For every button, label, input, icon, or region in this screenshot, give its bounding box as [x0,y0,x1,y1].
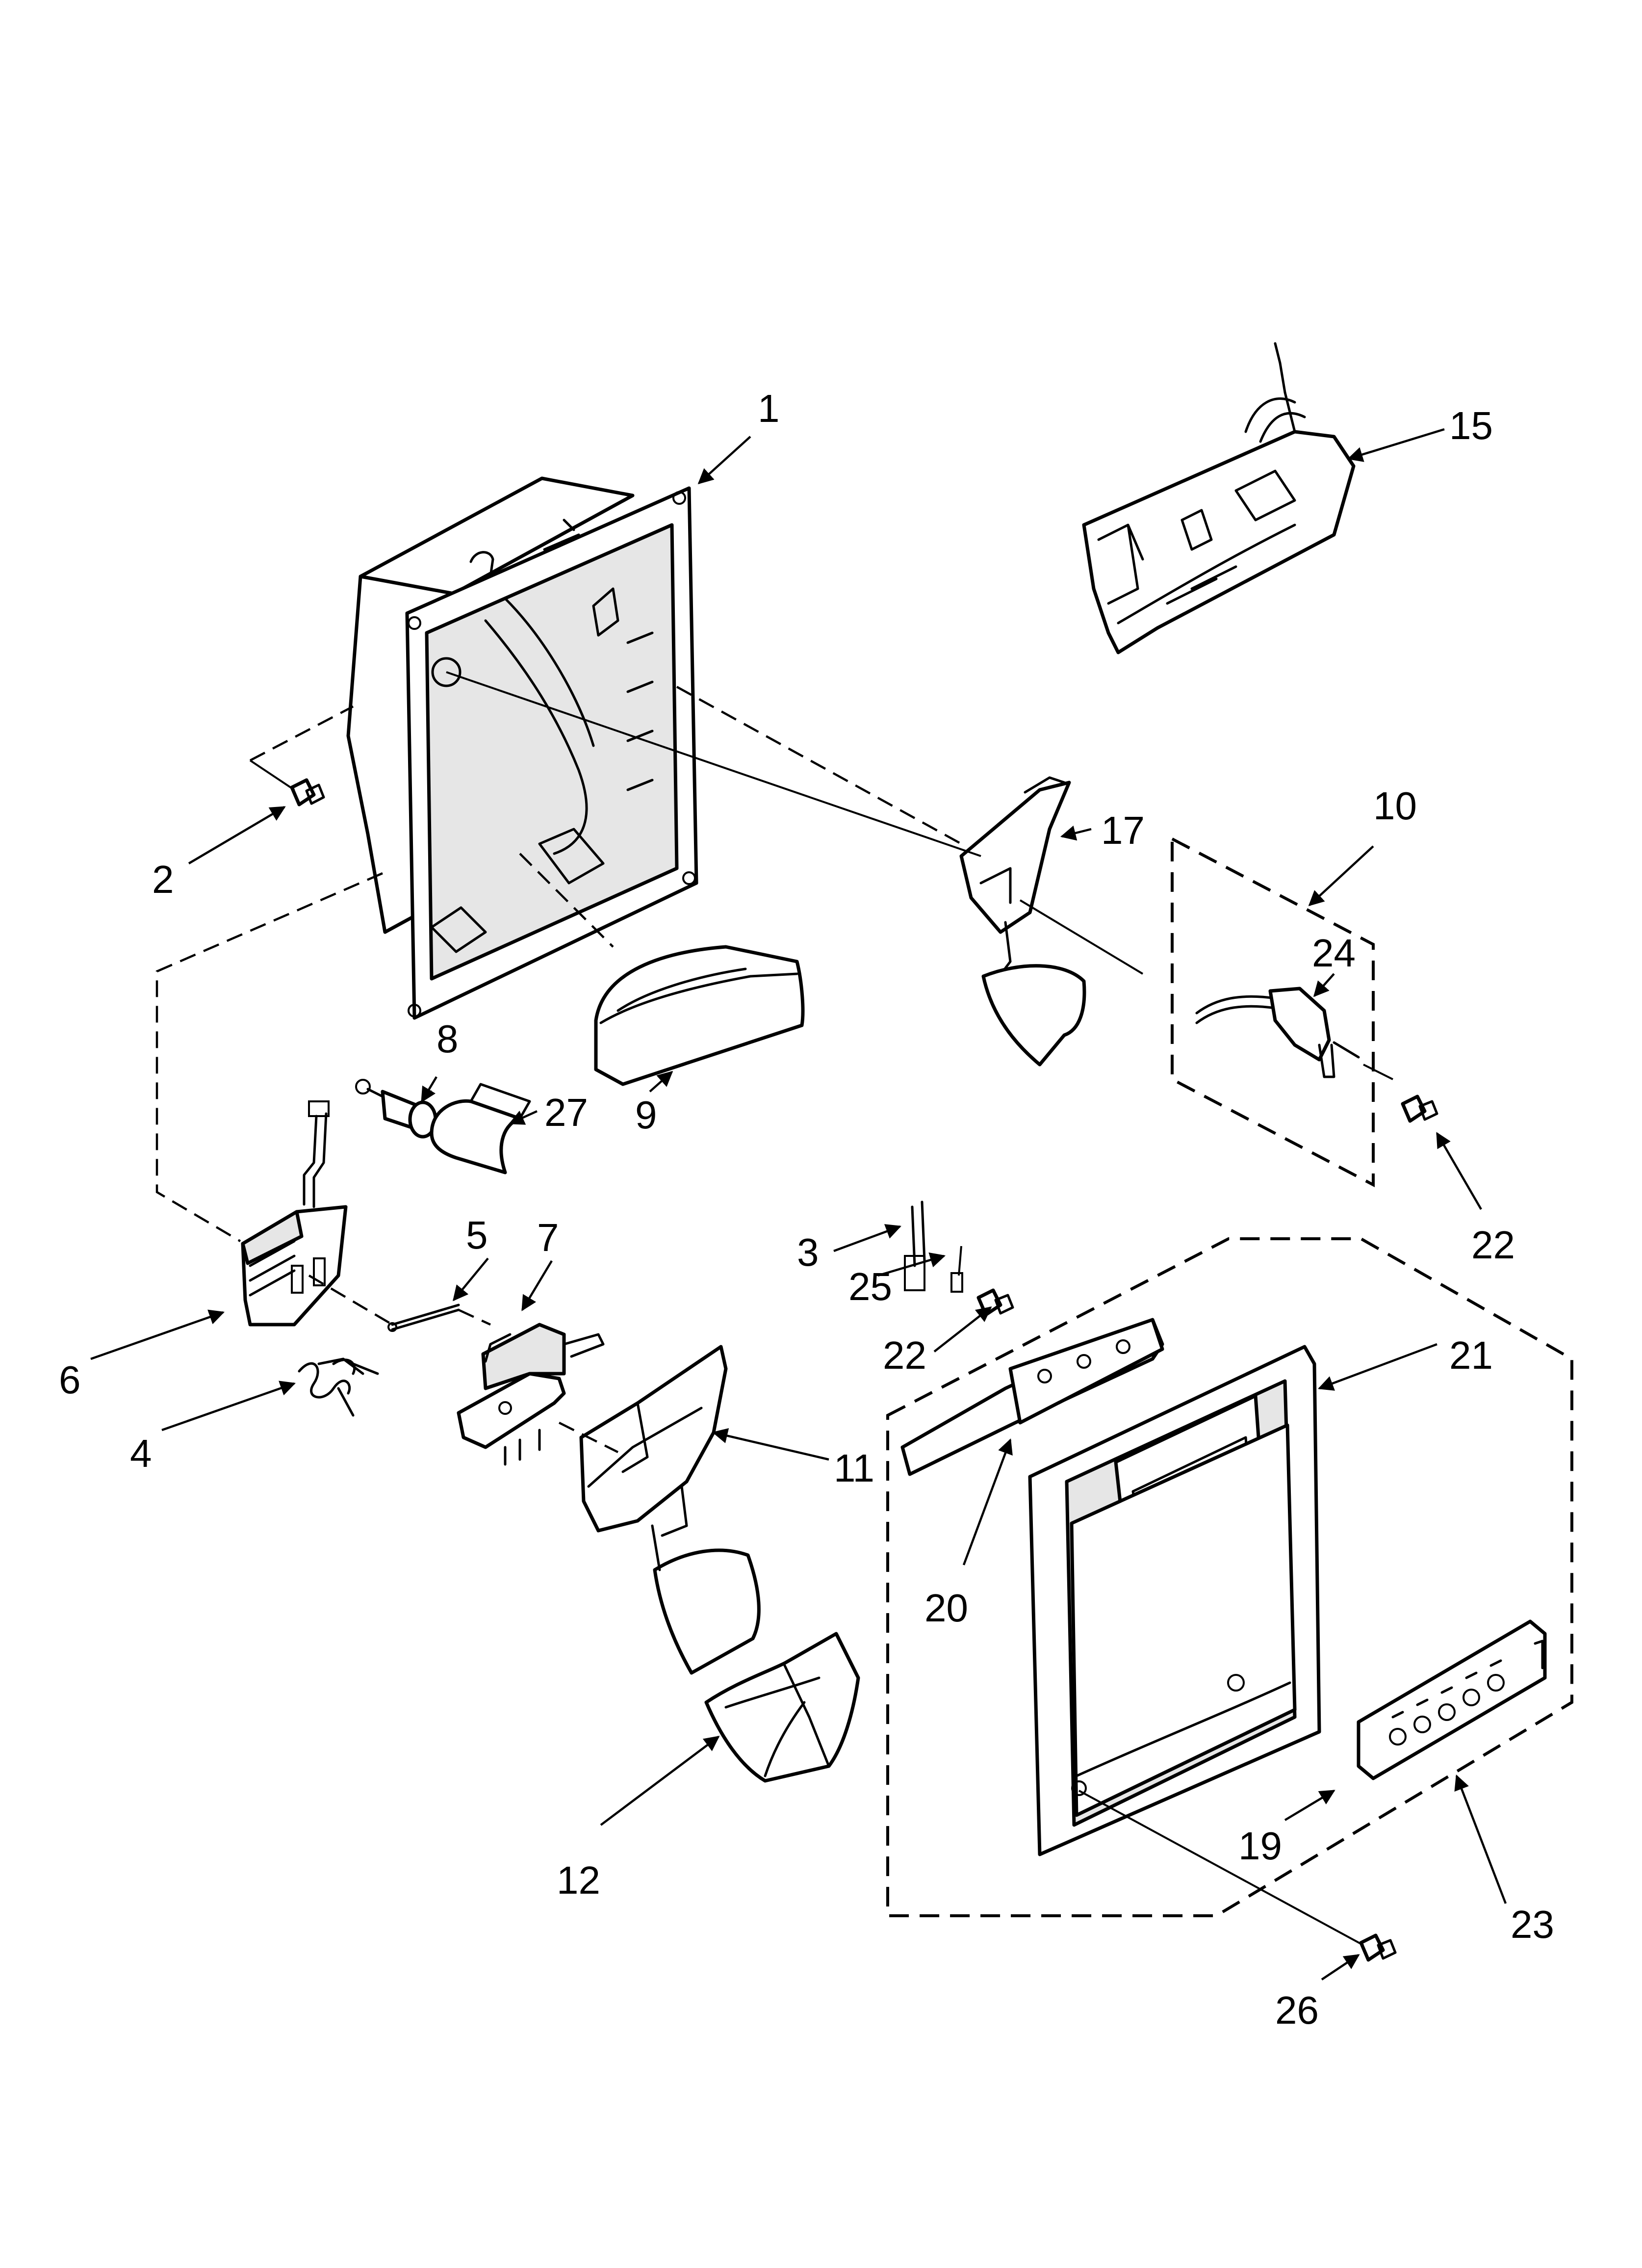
spring-part-4 [298,1357,379,1417]
callout-20: 20 [924,1586,968,1630]
housing-part-1 [346,476,698,1020]
assembly-outline-10 [1171,836,1375,1187]
assembly-outline-23 [886,1237,1573,1917]
callout-15: 15 [1449,404,1493,447]
clip-part-25 [950,1272,963,1293]
callout-12: 12 [557,1858,600,1902]
control-module-part-15 [1082,342,1356,654]
circuit-board-part-20 [900,1318,1164,1476]
callout-1: 1 [758,387,780,430]
alignment-lines [155,671,1393,1946]
callout-17: 17 [1101,808,1145,852]
callout-26: 26 [1275,1988,1319,2032]
control-panel-part-19 [1357,1619,1547,1780]
actuator-part-17 [959,776,1086,1067]
callout-22-right: 22 [1471,1223,1515,1267]
callout-labels: 1 2 15 17 10 24 22 8 27 9 6 5 7 4 11 12 … [59,387,1554,2032]
callout-24: 24 [1312,931,1356,975]
callout-21: 21 [1449,1333,1493,1377]
probe-part-3 [904,1200,926,1291]
callout-2: 2 [152,858,174,901]
callout-5: 5 [466,1213,488,1257]
leader-arrows [90,428,1507,1981]
front-frame-part-21 [1028,1345,1321,1856]
screw-part-22-right [1401,1095,1438,1123]
callout-6: 6 [59,1358,81,1402]
pin-part-5 [387,1303,460,1332]
switch-part-24 [1195,987,1360,1078]
motor-part-8 [355,1079,437,1139]
callout-27: 27 [544,1091,588,1134]
callout-25: 25 [848,1265,892,1308]
assembly-part-6 [241,1100,348,1327]
callout-11: 11 [834,1446,874,1490]
callout-8: 8 [436,1017,459,1061]
callout-7: 7 [537,1216,559,1259]
callout-3: 3 [797,1230,819,1274]
callout-19: 19 [1238,1824,1282,1868]
cover-part-27 [430,1083,531,1174]
screw-part-26 [1359,1933,1397,1962]
trim-part-9 [594,945,805,1086]
callout-9: 9 [635,1093,657,1137]
bracket-part-7 [457,1323,605,1466]
callout-23: 23 [1511,1903,1554,1946]
callout-4: 4 [130,1432,152,1475]
cup-part-12 [704,1632,860,1783]
screw-part-2 [290,778,325,807]
callout-22-center: 22 [883,1333,926,1377]
callout-10: 10 [1373,784,1417,828]
screw-part-22-center [976,1288,1014,1317]
chute-part-11 [579,1345,761,1675]
